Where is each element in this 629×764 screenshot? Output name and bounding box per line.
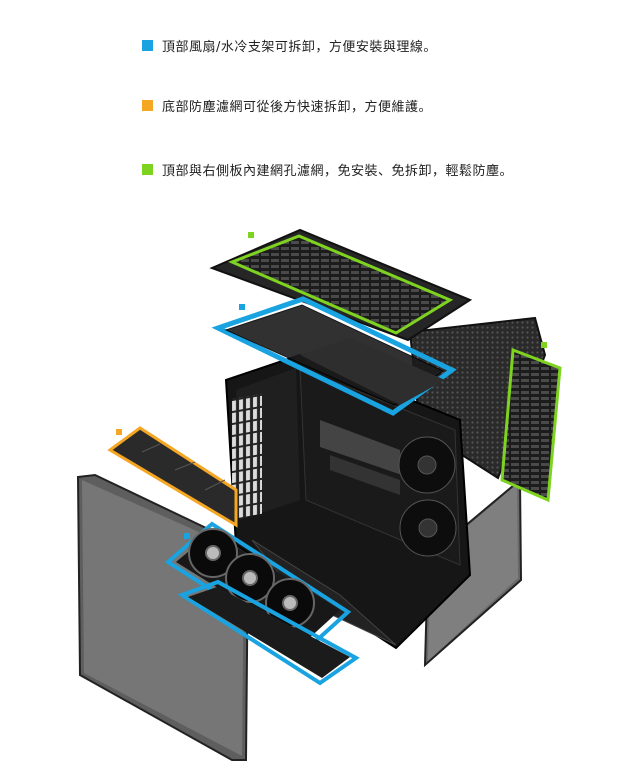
blue-marker-icon	[239, 304, 245, 310]
orange-marker-icon	[116, 429, 122, 435]
green-marker-icon	[541, 342, 547, 348]
feature-item-top-bracket: 頂部風扇/水冷支架可拆卸，方便安裝與理線。	[142, 36, 437, 55]
feature-text: 底部防塵濾網可從後方快速拆卸，方便維護。	[162, 99, 433, 115]
top-fan-bracket	[211, 296, 457, 416]
blue-marker-icon	[184, 533, 190, 539]
green-marker-icon	[248, 232, 254, 238]
feature-text: 頂部與右側板內建網孔濾網，免安裝、免拆卸，輕鬆防塵。	[162, 163, 514, 179]
lower-bracket-frame	[177, 579, 360, 686]
feature-item-bottom-filter: 底部防塵濾網可從後方快速拆卸，方便維護。	[142, 96, 433, 115]
green-marker-icon	[142, 163, 153, 175]
feature-text: 頂部風扇/水冷支架可拆卸，方便安裝與理線。	[162, 39, 437, 55]
top-mesh-filter	[228, 234, 454, 335]
orange-marker-icon	[142, 99, 153, 111]
feature-item-mesh-filter: 頂部與右側板內建網孔濾網，免安裝、免拆卸，輕鬆防塵。	[142, 160, 514, 179]
blue-marker-icon	[142, 39, 153, 51]
side-mesh-filter	[500, 347, 562, 503]
internal-fans	[398, 436, 457, 557]
bottom-dust-filter	[107, 426, 238, 528]
